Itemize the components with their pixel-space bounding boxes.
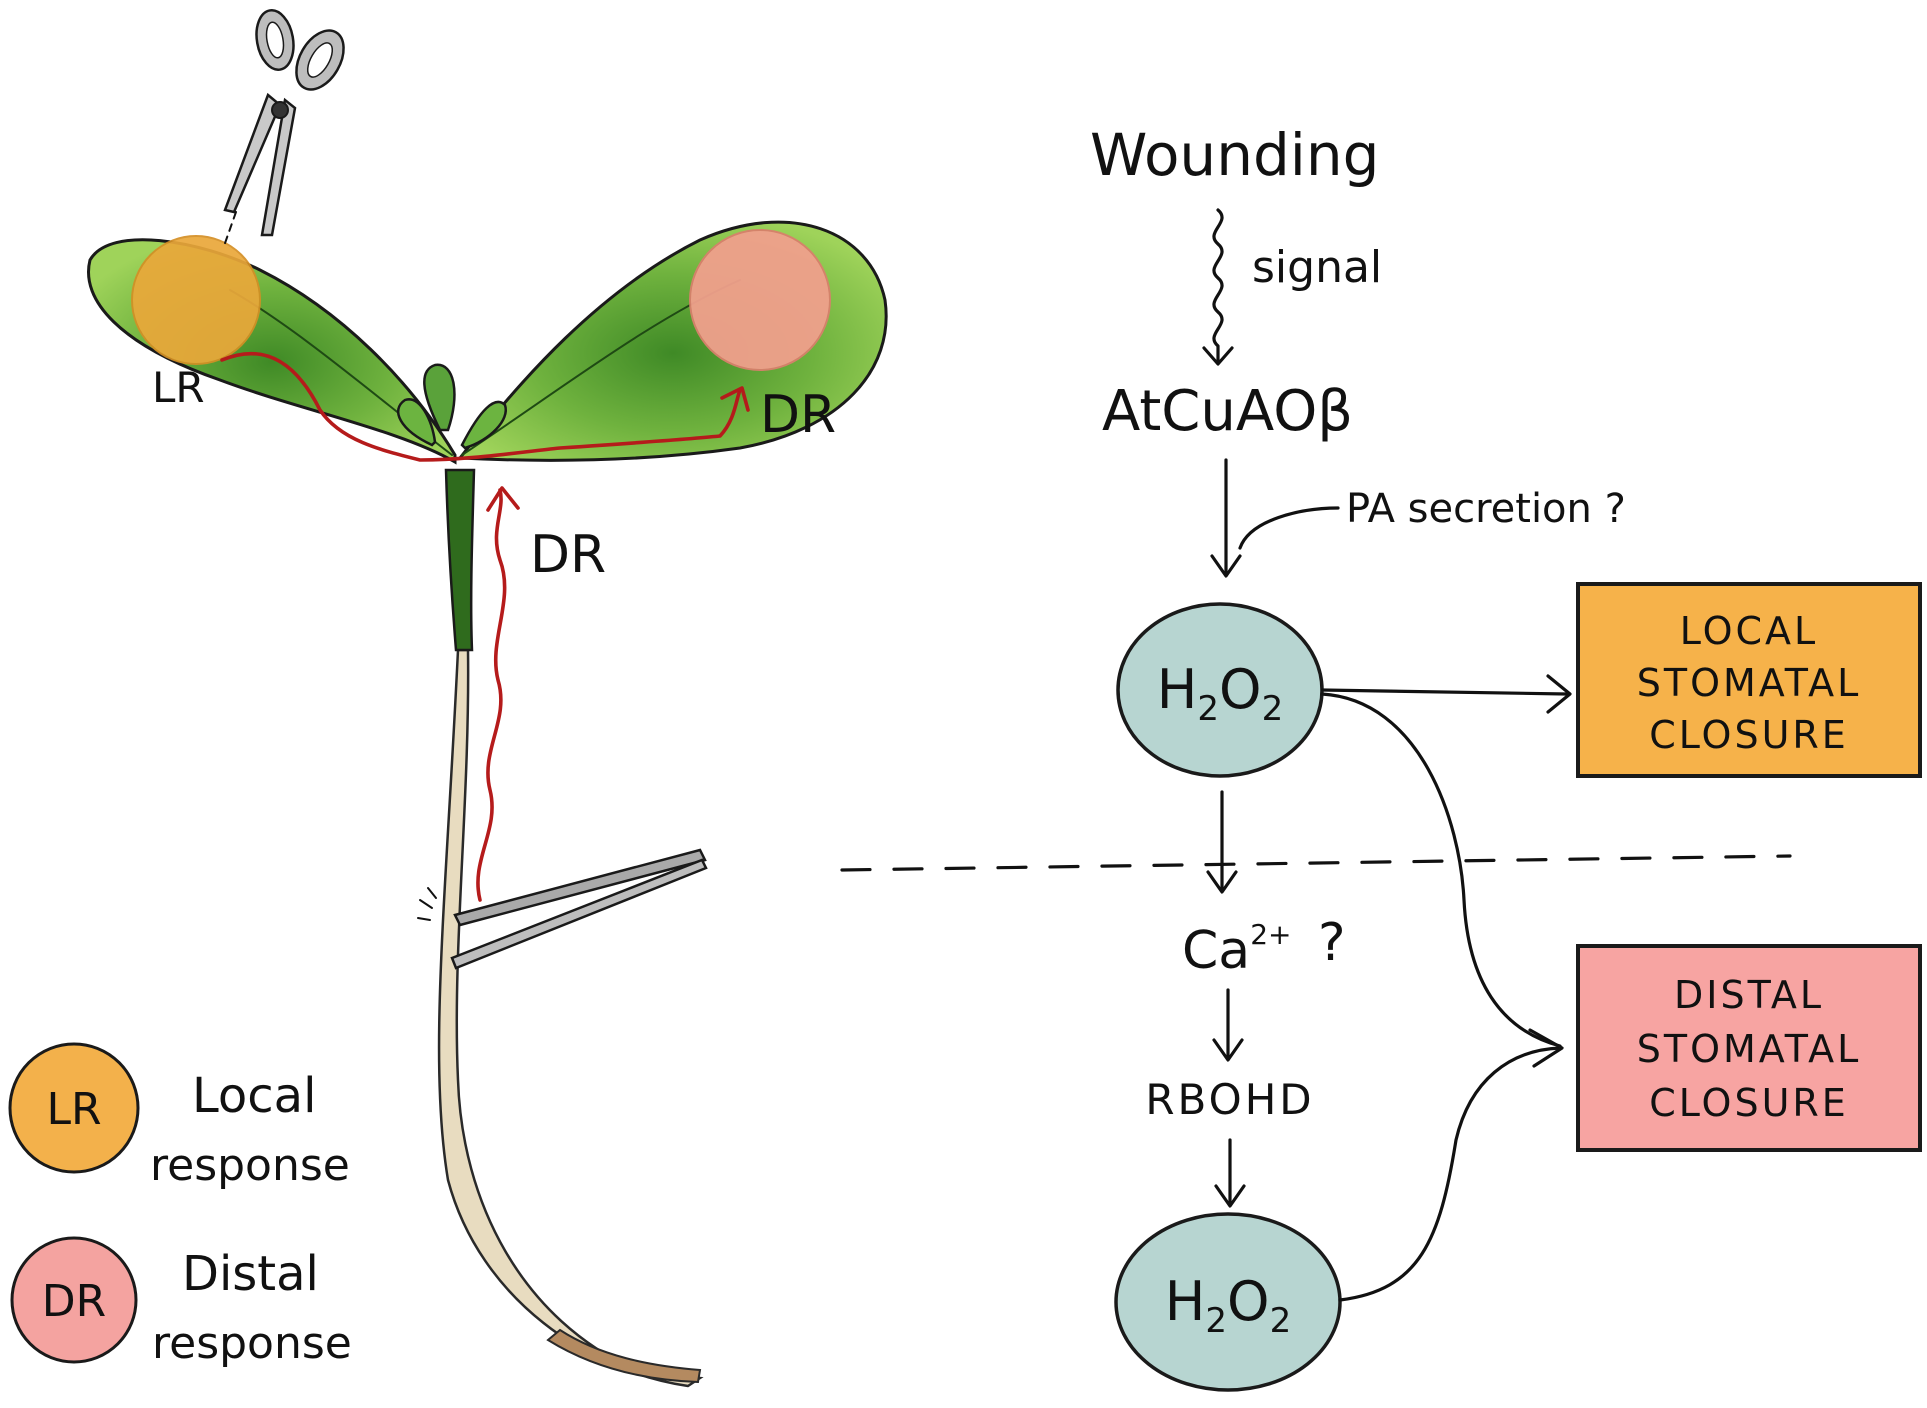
local-closure-box — [1576, 582, 1922, 778]
h2o2-top-label: H2O2 — [1157, 658, 1283, 729]
dr-label-stem: DR — [530, 525, 606, 585]
local-box-line1: LOCAL — [1680, 609, 1818, 653]
h2o2-bottom-arrowhead — [1214, 1184, 1246, 1208]
signal-path-leaves — [220, 351, 742, 462]
local-distal-separator — [840, 854, 1792, 872]
hypocotyl — [444, 468, 476, 652]
scissors-icon — [223, 9, 345, 237]
pinch-mark-2 — [417, 917, 431, 921]
true-leaf-right — [460, 400, 508, 450]
pa-secretion-curve — [1238, 506, 1340, 550]
lr-zone — [131, 235, 261, 365]
signal-path-stem — [476, 488, 507, 902]
local-arrowhead — [1546, 674, 1572, 714]
atcuao-arrowhead — [1210, 554, 1242, 578]
rbohd-label: RBOHD — [1145, 1075, 1314, 1124]
h2o2-bottom-to-distal-curve — [1338, 1046, 1562, 1302]
pa-secretion-label: PA secretion ? — [1346, 486, 1626, 532]
signal-wavy-arrow — [1212, 208, 1224, 364]
wounding-label: Wounding — [1090, 121, 1379, 189]
dr-label-leaf: DR — [760, 385, 836, 445]
lr-label: LR — [152, 363, 205, 412]
ca-arrowhead — [1206, 870, 1238, 894]
legend-lr-line2: response — [150, 1140, 350, 1191]
legend-dr-line1: Distal — [182, 1246, 319, 1302]
root-tip — [546, 1328, 702, 1384]
scissors-cut-line — [223, 211, 237, 247]
h2o2-to-local-arrow — [1320, 688, 1568, 696]
h2o2-bottom-label: H2O2 — [1165, 1270, 1291, 1341]
distal-box-line2: STOMATAL — [1637, 1027, 1862, 1071]
signal-arrowhead-stem — [486, 486, 520, 512]
root — [437, 648, 704, 1388]
true-leaf-left — [396, 398, 437, 447]
atcuao-label: AtCuAOβ — [1102, 379, 1353, 444]
legend-lr-line1: Local — [192, 1068, 316, 1124]
legend-dr-line2: response — [152, 1318, 352, 1369]
pinch-mark-3 — [427, 887, 437, 899]
legend-dr-badge-text: DR — [42, 1276, 106, 1327]
ca-question: ? — [1318, 913, 1346, 973]
h2o2-top-to-distal-curve — [1320, 692, 1562, 1048]
legend-dr-badge — [10, 1236, 138, 1364]
distal-closure-box — [1576, 944, 1922, 1152]
forceps-icon — [450, 848, 708, 970]
signal-label: signal — [1252, 242, 1382, 293]
signal-arrowhead-leaf — [720, 386, 750, 412]
h2o2-bottom-node — [1114, 1212, 1342, 1392]
distal-arrowhead — [1528, 1028, 1564, 1068]
pinch-mark-1 — [419, 899, 433, 909]
signal-arrowhead — [1202, 346, 1234, 366]
true-leaf-center — [423, 363, 456, 432]
local-box-line2: STOMATAL — [1637, 661, 1862, 705]
legend-lr-badge-text: LR — [46, 1084, 101, 1135]
ca-label: Ca2+ — [1182, 918, 1291, 981]
distal-box-line3: CLOSURE — [1649, 1081, 1849, 1125]
dr-zone — [689, 229, 831, 371]
legend-lr-badge — [8, 1042, 140, 1174]
local-box-line3: CLOSURE — [1649, 713, 1849, 757]
rbohd-arrowhead — [1212, 1038, 1244, 1062]
distal-box-line1: DISTAL — [1674, 973, 1824, 1017]
